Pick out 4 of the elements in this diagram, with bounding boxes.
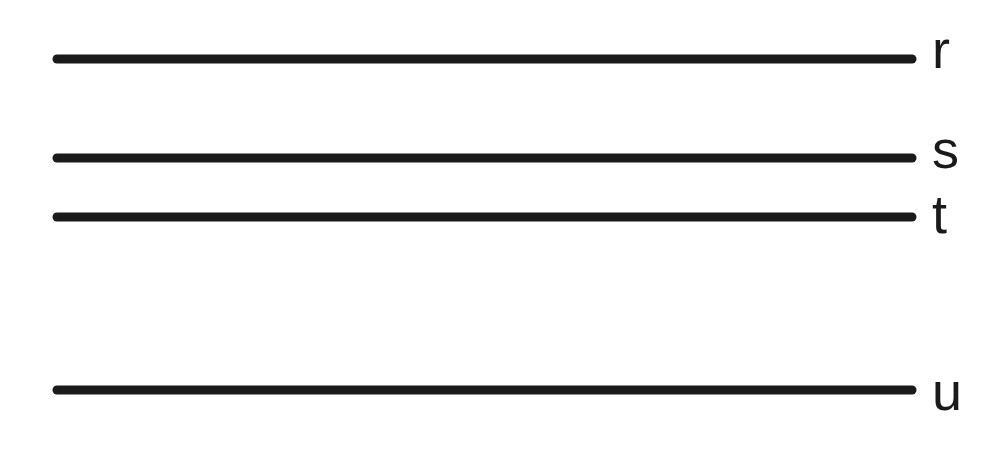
line-label: s <box>932 122 959 176</box>
line-label: r <box>932 22 950 76</box>
line-label: t <box>932 187 947 241</box>
line-label: u <box>932 364 963 418</box>
